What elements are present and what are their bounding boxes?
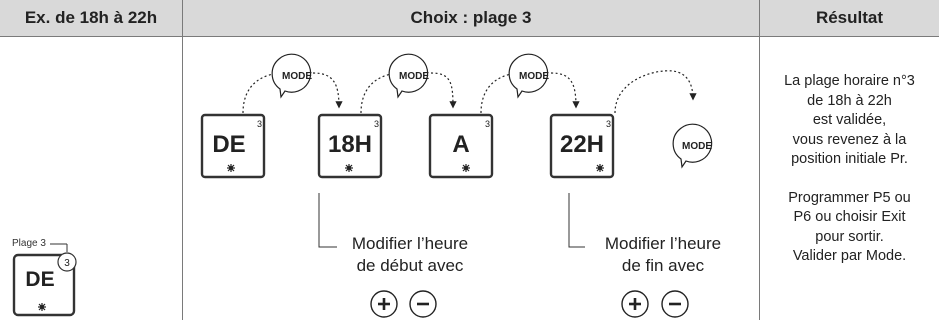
header-choice-label: Choix : plage 3 [410, 8, 532, 27]
mode-button-2[interactable]: MODE [388, 53, 429, 99]
minus-icon[interactable] [661, 290, 689, 318]
header-col-example: Ex. de 18h à 22h [0, 0, 182, 36]
header-example-label: Ex. de 18h à 22h [24, 8, 158, 27]
display-3-text: A [452, 131, 469, 158]
display-1-badge: 3 [257, 119, 262, 129]
example-badge-circle [57, 252, 77, 272]
mode-label-4: MODE [682, 141, 712, 152]
display-2: 3 18H [317, 113, 383, 179]
header-divider [0, 36, 939, 37]
mode-button-1[interactable]: MODE [271, 51, 312, 99]
display-3-badge: 3 [485, 119, 490, 129]
column-divider-2 [759, 0, 760, 320]
result-line: Programmer P5 ou [788, 189, 911, 206]
display-4: 3 22H [549, 113, 615, 179]
example-thermostat: 3 DE [12, 243, 77, 317]
instruction-start-line2: de début avec [356, 256, 464, 275]
mode-label-3: MODE [519, 71, 549, 82]
flow-arrow-3b [550, 72, 580, 109]
flow-arrow-4 [614, 70, 697, 114]
instruction-start-line1: Modifier l’heure [351, 234, 469, 253]
result-spacer [760, 170, 939, 189]
display-1: 3 DE [200, 113, 266, 179]
display-4-text: 22H [560, 131, 604, 158]
plus-icon[interactable] [621, 290, 649, 318]
display-2-badge: 3 [374, 119, 379, 129]
mode-label-1: MODE [282, 71, 312, 82]
sun-icon [596, 164, 604, 172]
mode-button-3[interactable]: MODE [508, 53, 549, 99]
header-col-result: Résultat [760, 0, 939, 36]
result-line: position initiale Pr. [791, 151, 908, 167]
result-line: La plage horaire n°3 [784, 73, 915, 89]
minus-icon[interactable] [409, 290, 437, 318]
result-line: Valider par Mode. [792, 248, 907, 264]
display-3: 3 A [428, 113, 494, 179]
sequence-diagram: MODE MODE MODE MODE 3 DE 3 18H [200, 51, 712, 318]
result-text: La plage horaire n°3 de 18h à 22h est va… [760, 72, 939, 267]
plus-icon[interactable] [370, 290, 398, 318]
display-4-badge: 3 [606, 119, 611, 129]
flow-arrow-2b [430, 72, 457, 109]
result-line: vous revenez à la [792, 131, 907, 148]
example-display-text: DE [25, 268, 54, 291]
mode-button-4[interactable]: MODE [672, 123, 712, 169]
sun-icon [462, 164, 470, 172]
leader-line-end [568, 193, 585, 248]
instruction-end: Modifier l’heure de fin avec [583, 233, 743, 277]
result-line: pour sortir. [815, 228, 884, 245]
mode-label-2: MODE [399, 71, 429, 82]
result-line: P6 ou choisir Exit [793, 209, 906, 225]
instruction-start: Modifier l’heure de début avec [330, 233, 490, 277]
display-2-text: 18H [328, 131, 372, 158]
sun-icon [38, 303, 46, 311]
example-badge: 3 [64, 258, 70, 269]
leader-line-start [318, 193, 337, 248]
display-1-text: DE [212, 131, 245, 158]
example-plage-label: Plage 3 [12, 238, 46, 249]
instruction-end-line2: de fin avec [621, 256, 705, 275]
sun-icon [345, 164, 353, 172]
sun-icon [227, 164, 235, 172]
header-col-choice: Choix : plage 3 [183, 0, 759, 36]
column-divider-1 [182, 0, 183, 320]
header-result-label: Résultat [815, 8, 884, 27]
result-line: de 18h à 22h [807, 92, 892, 109]
example-display [12, 253, 76, 317]
instruction-end-line1: Modifier l’heure [604, 234, 722, 253]
result-line: est validée, [812, 112, 887, 128]
arrow-icon [312, 72, 343, 109]
